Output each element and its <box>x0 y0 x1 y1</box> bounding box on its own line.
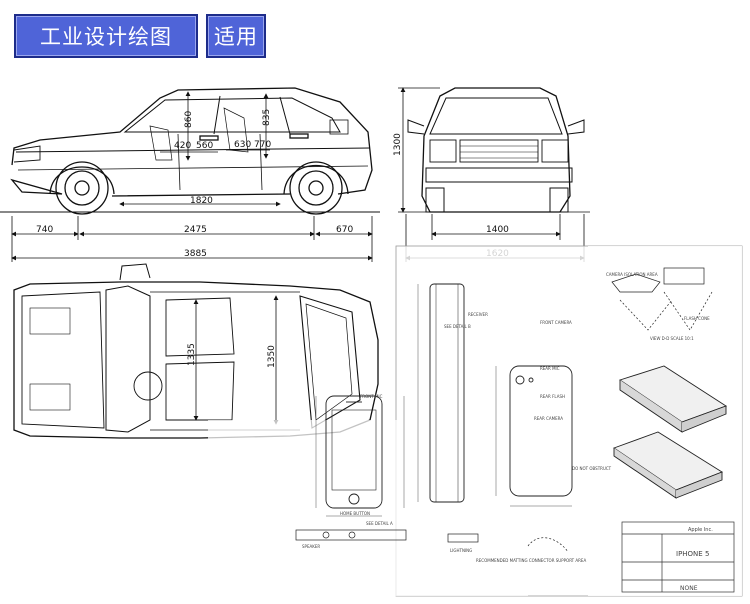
title-block-none: NONE <box>680 585 698 592</box>
car-side-view <box>10 87 373 215</box>
connector-details <box>295 529 569 553</box>
iphone-drawing-sheet: Apple Inc. IPHONE 5 NONE FRONT MIC HOME … <box>208 245 743 597</box>
dim-740: 740 <box>36 225 53 235</box>
dim-560: 560 <box>196 141 213 151</box>
bottom-dimensions <box>11 216 373 262</box>
phone-label-rear-mic: REAR MIC <box>540 366 560 371</box>
phone-isometric-drawings <box>613 365 728 499</box>
category-tabs: 工业设计绘图 适用 <box>14 14 266 58</box>
side-dimensions <box>0 91 380 213</box>
dim-860: 860 <box>184 111 194 128</box>
phone-back-drawing <box>509 365 573 497</box>
dim-1350: 1350 <box>267 345 277 368</box>
dim-1400: 1400 <box>486 225 509 235</box>
phone-label-rear-camera: REAR CAMERA <box>534 416 563 421</box>
phone-label-home-button: HOME BUTTON <box>340 511 370 516</box>
phone-label-camera-isolation: CAMERA ISOLATION AREA <box>606 272 658 277</box>
dim-1820: 1820 <box>190 196 213 206</box>
title-block-model: IPHONE 5 <box>676 550 709 558</box>
dim-630: 630 <box>234 140 251 150</box>
car-front-view <box>407 87 585 213</box>
front-dim-labels: 1300 1400 1620 <box>393 133 509 259</box>
phone-label-recommended-matting: RECOMMENDED MATTING CONNECTOR SUPPORT AR… <box>476 558 586 563</box>
dim-835: 835 <box>262 109 272 126</box>
phone-label-rear-flash: REAR FLASH <box>540 394 565 399</box>
phone-label-do-not-obstruct: DO NOT OBSTRUCT <box>572 466 612 471</box>
title-block-company: Apple Inc. <box>688 527 713 533</box>
phone-detail-callouts <box>611 267 713 331</box>
dim-2475: 2475 <box>184 225 207 235</box>
bottom-dim-labels: 740 2475 670 3885 <box>36 225 353 259</box>
phone-label-lightning: LIGHTNING <box>450 548 472 553</box>
tab-applicable[interactable]: 适用 <box>206 14 266 58</box>
dim-770: 770 <box>254 140 271 150</box>
dim-1335: 1335 <box>187 343 197 366</box>
phone-dim-lines <box>315 284 572 517</box>
phone-label-see-detail-b: SEE DETAIL B <box>444 324 471 329</box>
dim-3885: 3885 <box>184 249 207 259</box>
phone-front-drawing <box>325 395 383 509</box>
phone-label-front-camera: FRONT CAMERA <box>540 320 572 325</box>
phone-label-flash-cone: FLASH CONE <box>684 316 710 321</box>
dim-670: 670 <box>336 225 353 235</box>
title-block <box>621 521 735 593</box>
phone-label-receiver: RECEIVER <box>468 312 488 317</box>
phone-label-view-dd: VIEW D-D SCALE 10:1 <box>650 336 694 341</box>
tab-industrial-design-drawing[interactable]: 工业设计绘图 <box>14 14 198 58</box>
top-dim-labels: 1335 1350 <box>187 343 277 368</box>
dim-420: 420 <box>174 141 191 151</box>
top-dimensions <box>193 295 279 425</box>
phone-label-see-detail-a: SEE DETAIL A <box>366 521 393 526</box>
phone-profile-drawing <box>429 283 465 503</box>
dim-1300: 1300 <box>393 133 403 156</box>
side-dim-labels: 860 835 420 560 630 770 1820 <box>174 109 272 206</box>
phone-label-front-mic: FRONT MIC <box>360 394 383 399</box>
phone-label-speaker: SPEAKER <box>302 544 320 549</box>
